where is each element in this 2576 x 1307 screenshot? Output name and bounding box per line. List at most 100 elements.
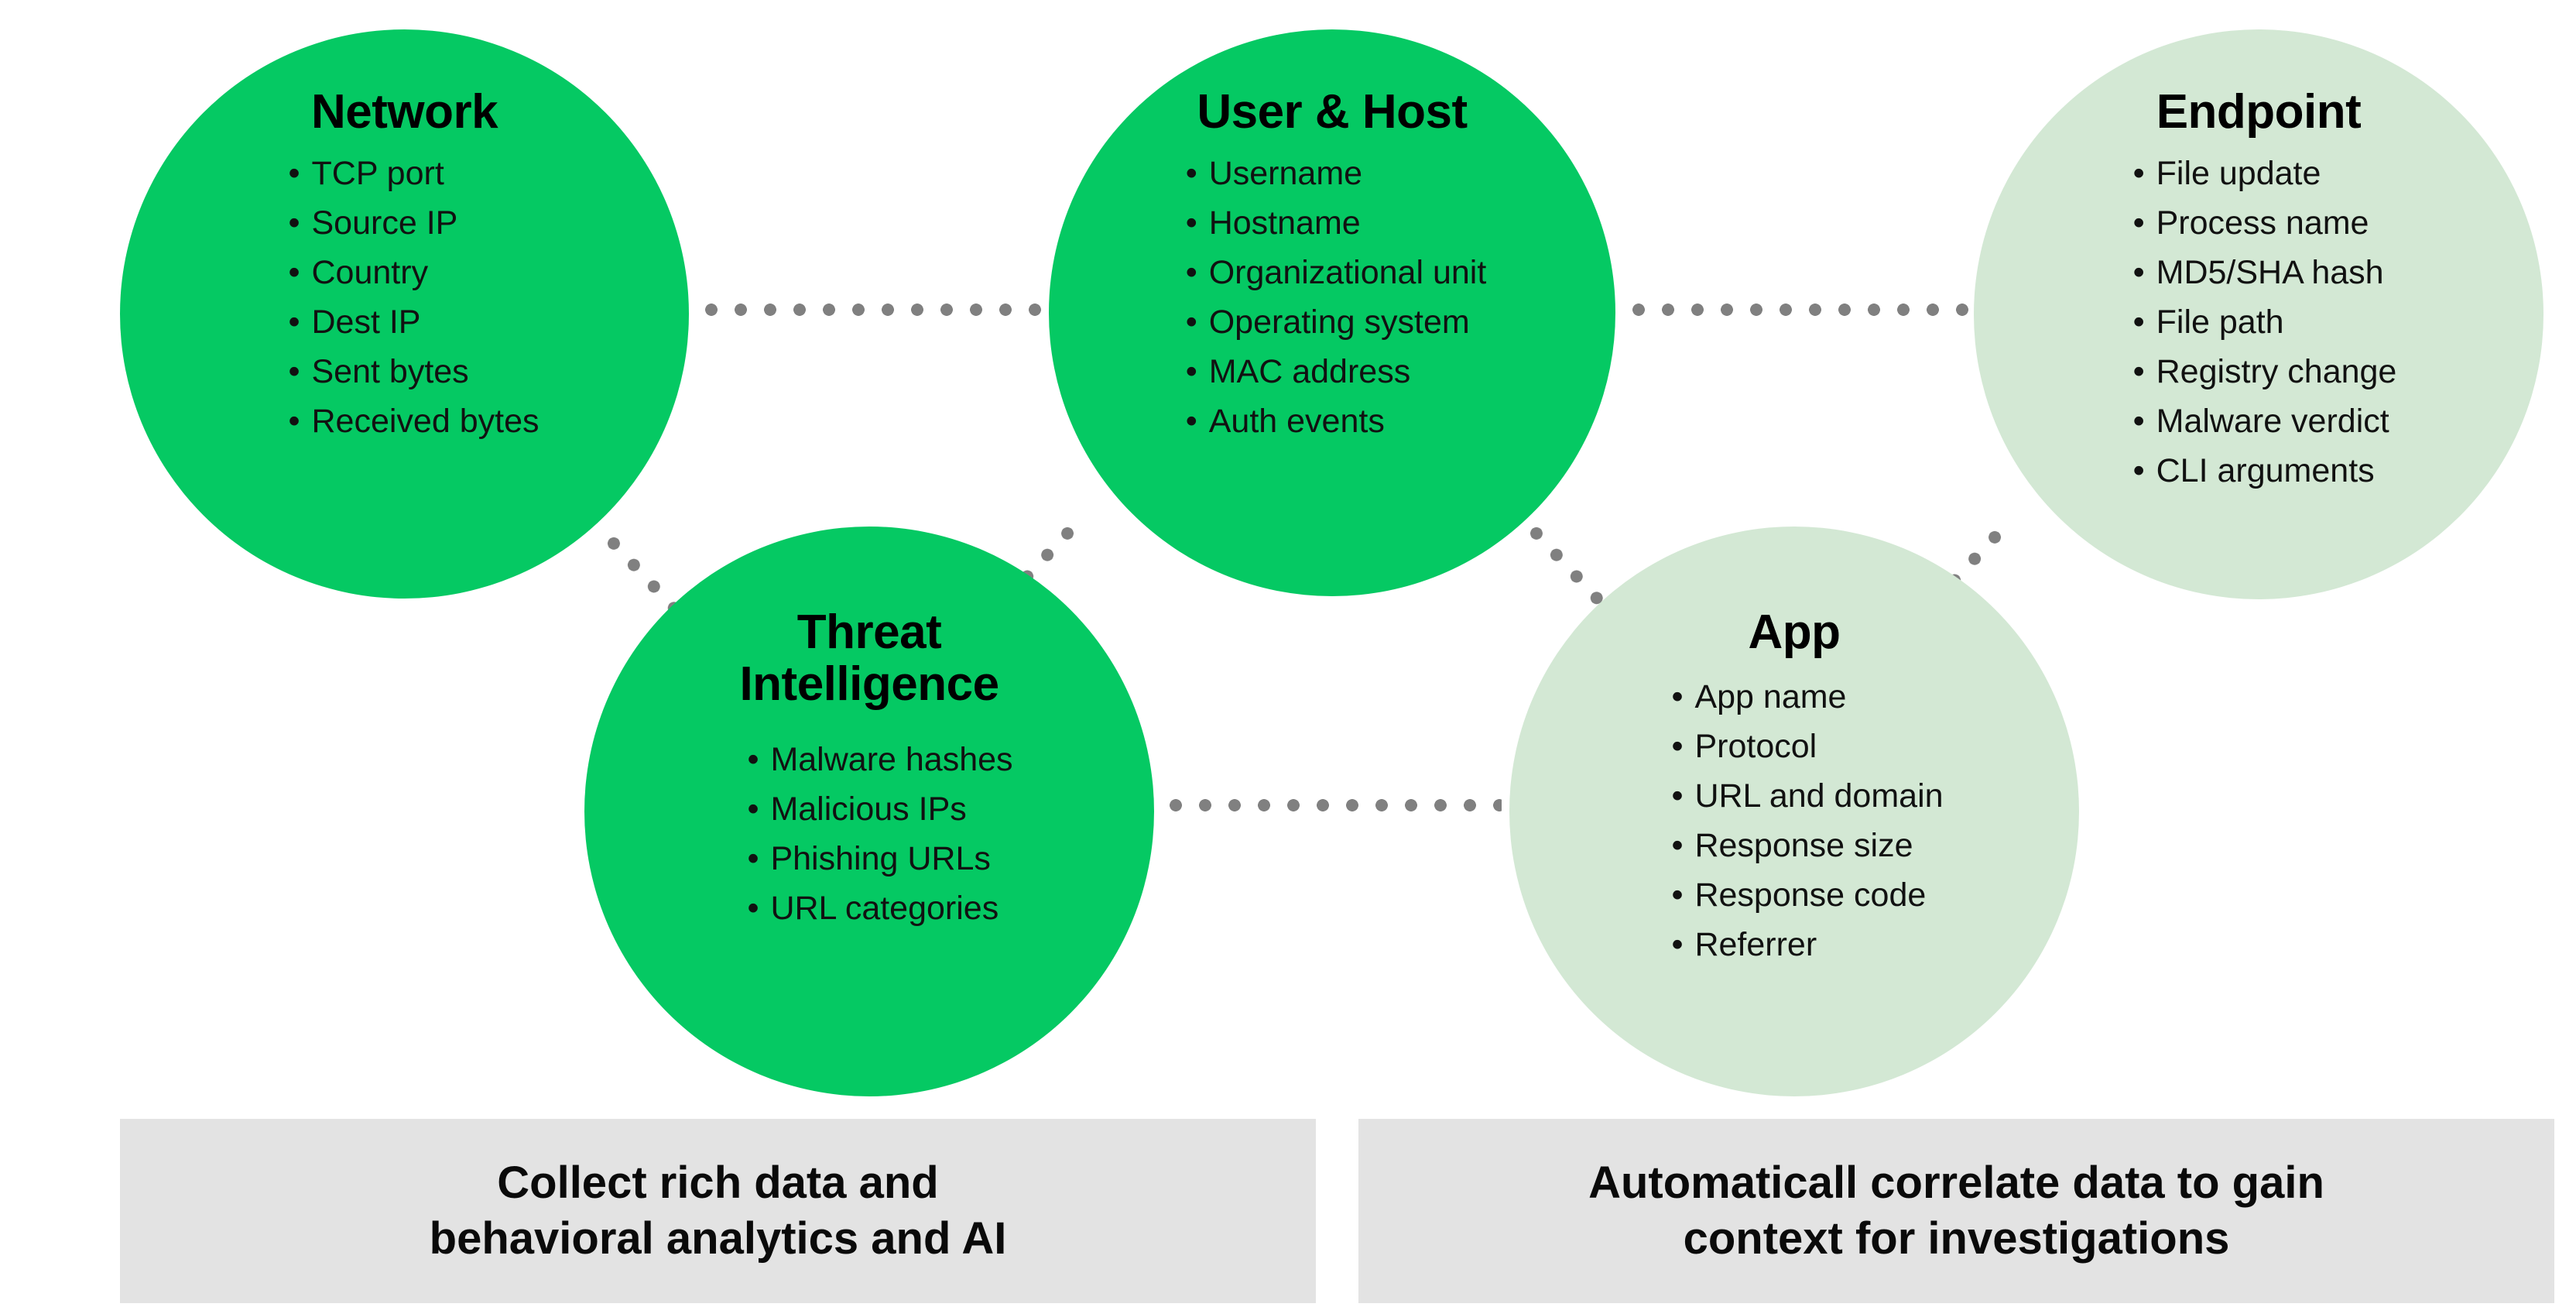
caption-left-line1: Collect rich data and xyxy=(497,1157,939,1208)
list-item: • MAC address xyxy=(1181,355,1487,389)
list-item-label: Dest IP xyxy=(311,303,421,341)
list-item-label: Auth events xyxy=(1208,402,1385,440)
list-item-label: Response code xyxy=(1694,876,1927,914)
list-item: •File update xyxy=(2129,156,2397,190)
list-item-label: Protocol xyxy=(1694,727,1817,765)
caption-right-line1: Automaticall correlate data to gain xyxy=(1588,1157,2324,1208)
node-network[interactable]: Network •TCP port •Source IP •Country •D… xyxy=(120,29,689,599)
connector-user-host-to-endpoint xyxy=(1624,304,1971,316)
bullet-icon: • xyxy=(747,839,759,877)
node-network-title: Network xyxy=(310,85,498,139)
list-item: • MD5/SHA hash xyxy=(2129,256,2397,290)
list-item: •Country xyxy=(284,256,540,290)
list-item-label: Malware hashes xyxy=(770,740,1013,778)
list-item: •Username xyxy=(1181,154,1487,192)
list-item-label: Referrer xyxy=(1694,925,1817,963)
bullet-icon: • xyxy=(747,889,759,927)
node-threat-intelligence-title-line2: Intelligence xyxy=(739,657,999,711)
list-item: • Malware hashes xyxy=(742,743,1012,777)
list-item-label: Malware verdict xyxy=(2156,402,2389,440)
list-item-label: Received bytes xyxy=(311,402,540,440)
list-item: • File path xyxy=(2129,303,2397,341)
list-item-label: Source IP xyxy=(311,204,458,242)
bullet-icon: • xyxy=(1185,154,1197,192)
node-endpoint-title: Endpoint xyxy=(2156,85,2362,139)
list-item: •Sent bytes xyxy=(284,355,540,389)
connector-network-to-user-host xyxy=(697,304,1043,316)
bullet-icon: • xyxy=(1671,777,1684,815)
bullet-icon: • xyxy=(1671,826,1684,864)
bullet-icon: • xyxy=(288,154,300,192)
caption-left-line2: behavioral analytics and AI xyxy=(429,1213,1007,1264)
list-item: • Received bytes xyxy=(284,402,540,440)
list-item: • Malware verdict xyxy=(2129,402,2397,440)
node-threat-intelligence-attribute-list: •Malware hashes •Malicious IPs •Phishing… xyxy=(742,743,1012,925)
list-item-label: URL categories xyxy=(770,889,999,927)
connector-user-host-to-app xyxy=(1522,518,1608,609)
list-item: • Hostname xyxy=(1181,204,1487,242)
list-item: • Response code xyxy=(1667,876,1943,914)
list-item: • Response size xyxy=(1667,826,1943,864)
bullet-icon: • xyxy=(2132,253,2145,291)
list-item-label: Operating system xyxy=(1208,303,1470,341)
list-item-label: App name xyxy=(1694,678,1847,715)
bullet-icon: • xyxy=(288,352,300,390)
list-item-label: Country xyxy=(311,253,429,291)
bullet-icon: • xyxy=(288,303,300,341)
list-item-label: Hostname xyxy=(1208,204,1361,242)
bullet-icon: • xyxy=(2132,451,2145,489)
bullet-icon: • xyxy=(288,402,300,440)
list-item: • Referrer xyxy=(1667,928,1943,962)
list-item-label: Malicious IPs xyxy=(770,790,967,828)
list-item-label: MD5/SHA hash xyxy=(2156,253,2384,291)
connector-threat-to-app xyxy=(1161,799,1502,811)
bullet-icon: • xyxy=(1185,204,1197,242)
node-network-attribute-list: •TCP port •Source IP •Country •Dest IP •… xyxy=(284,154,540,440)
caption-right-text: Automaticall correlate data to gain cont… xyxy=(1557,1155,2355,1268)
list-item: •CLI arguments xyxy=(2129,451,2397,489)
list-item: •Malicious IPs xyxy=(742,790,1012,828)
list-item-label: Phishing URLs xyxy=(770,839,991,877)
bullet-icon: • xyxy=(1185,352,1197,390)
bullet-icon: • xyxy=(1185,303,1197,341)
node-user-host[interactable]: User & Host •Username •Hostname •Organiz… xyxy=(1049,29,1615,596)
caption-collect-data: Collect rich data and behavioral analyti… xyxy=(120,1119,1316,1303)
list-item-label: MAC address xyxy=(1208,352,1411,390)
node-user-host-attribute-list: •Username •Hostname •Organizational unit… xyxy=(1181,154,1487,440)
node-threat-intelligence[interactable]: Threat Intelligence •Malware hashes •Mal… xyxy=(584,527,1154,1096)
bullet-icon: • xyxy=(2132,402,2145,440)
node-app-attribute-list: • App name • Protocol • URL and domain • Res… xyxy=(1667,678,1944,962)
bullet-icon: • xyxy=(2132,352,2145,390)
bullet-icon: • xyxy=(2132,303,2145,341)
list-item: • Auth events xyxy=(1181,402,1487,440)
bullet-icon: • xyxy=(1671,876,1684,914)
list-item: • Dest IP xyxy=(284,303,540,341)
list-item: • Registry change xyxy=(2129,355,2397,389)
list-item: • Process name xyxy=(2129,204,2397,242)
node-user-host-title: User & Host xyxy=(1197,85,1468,139)
node-app[interactable]: App • App name • Protocol • URL and domain … xyxy=(1509,527,2079,1096)
list-item: • App name xyxy=(1667,678,1943,715)
caption-left-text: Collect rich data and behavioral analyti… xyxy=(399,1155,1038,1268)
list-item-label: Response size xyxy=(1694,826,1913,864)
list-item: •Organizational unit xyxy=(1181,256,1487,290)
list-item-label: Registry change xyxy=(2156,352,2397,390)
list-item-label: File path xyxy=(2156,303,2284,341)
list-item-label: URL and domain xyxy=(1694,777,1944,815)
list-item-label: Organizational unit xyxy=(1208,253,1487,291)
bullet-icon: • xyxy=(2132,204,2145,242)
list-item: • Phishing URLs xyxy=(742,842,1012,876)
bullet-icon: • xyxy=(1671,727,1684,765)
node-endpoint[interactable]: Endpoint •File update • Process name • MD5… xyxy=(1974,29,2543,599)
bullet-icon: • xyxy=(1671,925,1684,963)
node-app-title: App xyxy=(1748,605,1841,659)
bullet-icon: • xyxy=(747,740,759,778)
bullet-icon: • xyxy=(1671,678,1684,715)
bullet-icon: • xyxy=(1185,402,1197,440)
list-item: •TCP port xyxy=(284,154,540,192)
list-item: • URL categories xyxy=(742,889,1012,927)
caption-correlate-data: Automaticall correlate data to gain cont… xyxy=(1358,1119,2554,1303)
list-item-label: Process name xyxy=(2156,204,2369,242)
list-item: • Protocol xyxy=(1667,727,1943,765)
